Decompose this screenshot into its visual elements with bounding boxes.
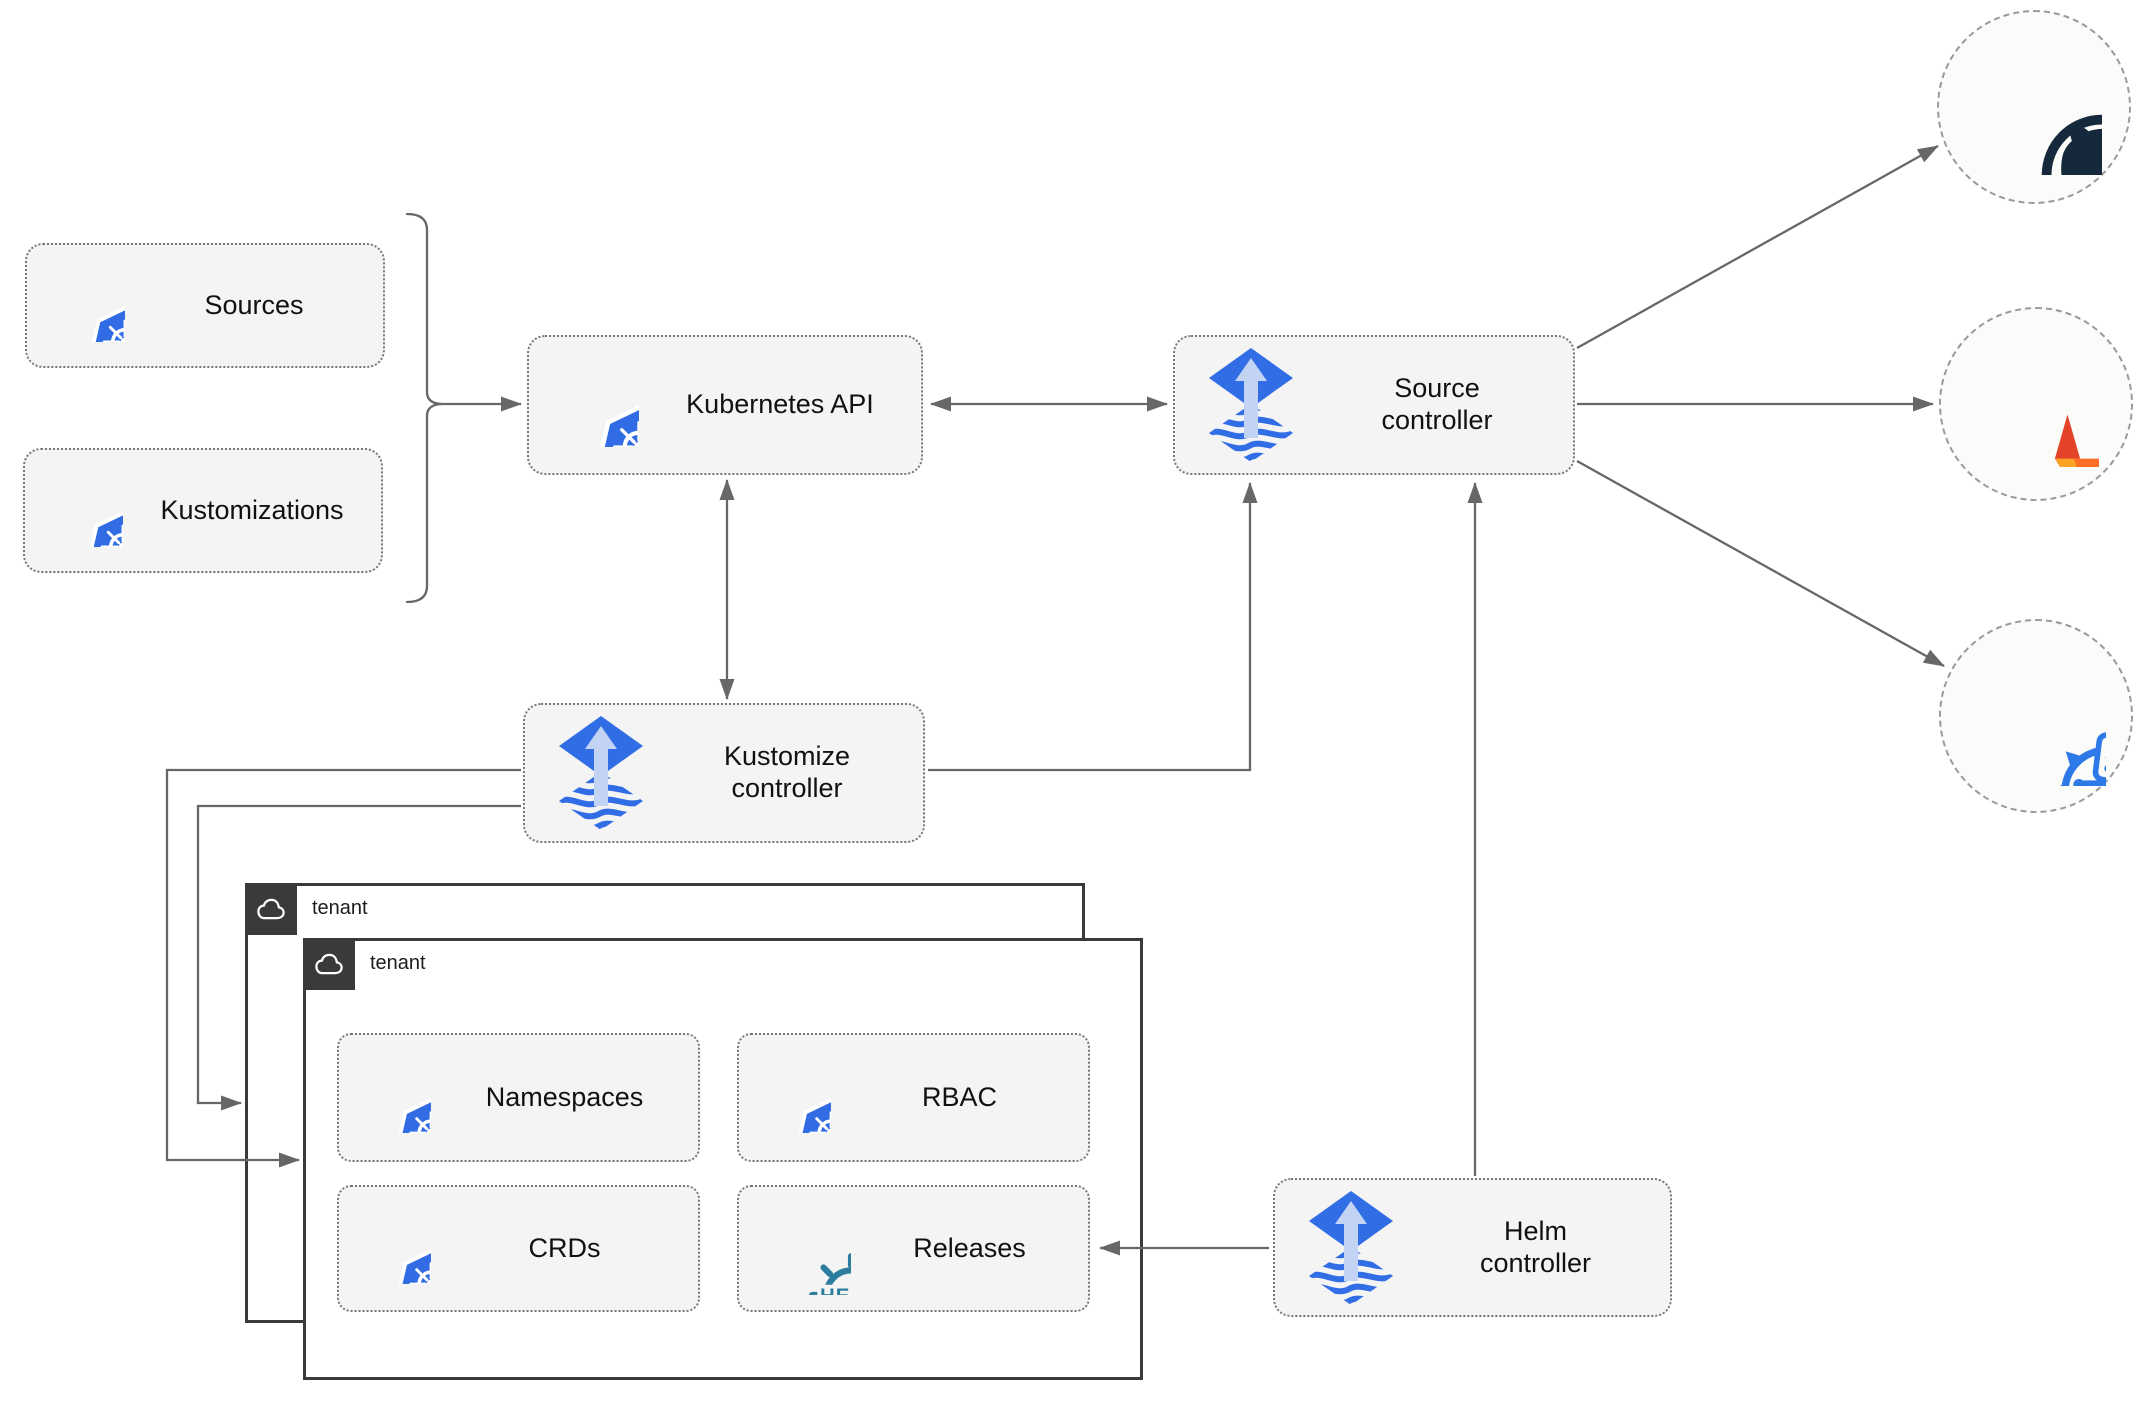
node-kubernetes-api: Kubernetes API: [527, 335, 923, 475]
kubernetes-icon: [761, 1063, 831, 1133]
tenant-back-label: tenant: [312, 897, 368, 919]
node-kustomizations: Kustomizations: [23, 448, 383, 573]
flux-icon: [1201, 348, 1301, 462]
node-crds-label: CRDs: [528, 1232, 601, 1263]
arrow-kustomize-to-source: [928, 482, 1258, 772]
node-crds: CRDs: [337, 1185, 700, 1312]
brace-sources-group: [405, 212, 444, 604]
tenant-back-header: [245, 883, 297, 935]
flux-icon: [551, 716, 651, 830]
node-sources-label: Sources: [204, 289, 304, 320]
tenant-front-label: tenant: [370, 952, 426, 974]
node-source-controller-text: Source controller: [1381, 373, 1493, 435]
arrow-source-to-chart-repository: [1576, 459, 1945, 668]
kubernetes-icon: [555, 363, 639, 447]
external-github: [1937, 10, 2131, 204]
node-helm-controller-label: Helm controller: [1401, 1216, 1670, 1280]
external-gitlab: [1939, 307, 2133, 501]
flux-icon: [1301, 1191, 1401, 1305]
tenant-front-header: [303, 938, 355, 990]
node-kustomizations-label: Kustomizations: [160, 494, 344, 525]
cloud-icon: [254, 896, 288, 922]
node-releases-label: Releases: [913, 1232, 1026, 1263]
kubernetes-icon: [53, 270, 125, 342]
node-source-controller-label: Source controller: [1301, 373, 1573, 437]
node-namespaces-label: Namespaces: [485, 1081, 644, 1112]
node-helm-controller: Helm controller: [1273, 1178, 1672, 1317]
chart-repository-icon: [1966, 646, 2106, 786]
cloud-icon: [312, 951, 346, 977]
gitlab-icon: [1973, 341, 2099, 467]
node-helm-controller-text: Helm controller: [1479, 1215, 1592, 1278]
node-source-controller: Source controller: [1173, 335, 1575, 475]
helm-wheel-icon: [759, 1203, 851, 1295]
node-rbac-label: RBAC: [921, 1081, 997, 1112]
node-kubernetes-api-label: Kubernetes API: [686, 389, 874, 420]
node-namespaces: Namespaces: [337, 1033, 700, 1162]
kubernetes-icon: [361, 1214, 431, 1284]
node-kustomize-controller: Kustomize controller: [523, 703, 925, 843]
node-rbac: RBAC: [737, 1033, 1090, 1162]
arrow-source-to-github: [1576, 144, 1939, 350]
kubernetes-icon: [361, 1063, 431, 1133]
node-sources: Sources: [25, 243, 385, 368]
node-releases: Releases: [737, 1185, 1090, 1312]
github-icon: [1966, 39, 2102, 175]
external-chart-repository: [1939, 619, 2133, 813]
node-kustomize-controller-label: Kustomize controller: [651, 741, 923, 805]
node-kustomize-controller-text: Kustomize controller: [723, 741, 851, 803]
kubernetes-icon: [51, 475, 123, 547]
